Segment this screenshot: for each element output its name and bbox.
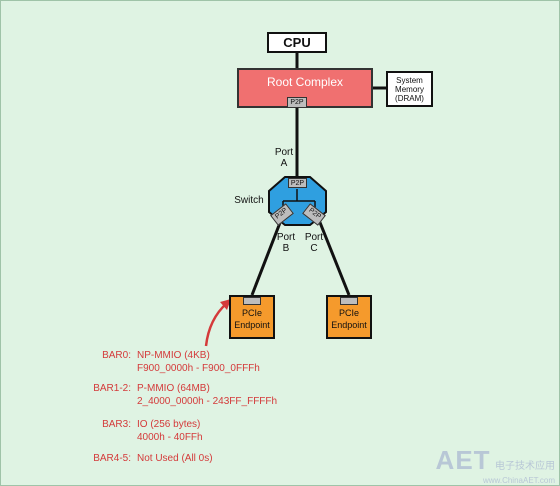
bar-arrow — [204, 302, 228, 347]
port-a-word: Port — [274, 147, 294, 158]
system-memory-line-1: System — [396, 75, 423, 85]
watermark: AET 电子技术应用 www.ChinaAET.com — [436, 445, 555, 485]
cpu-box: CPU — [267, 32, 327, 53]
endpoint-2-bar-slot — [340, 297, 358, 305]
cpu-label: CPU — [283, 35, 311, 50]
bar4-5-line-1: Not Used (All 0s) — [137, 453, 213, 464]
bar0-line-2: F900_0000h - F900_0FFFh — [137, 363, 260, 374]
switch-upstream-p2p-tag: P2P — [288, 178, 307, 188]
bar3-values: IO (256 bytes) 4000h - 40FFh — [137, 418, 203, 444]
endpoint-1-bar-slot — [243, 297, 261, 305]
pcie-endpoint-1-box: PCIe Endpoint — [229, 295, 275, 339]
watermark-url: www.ChinaAET.com — [482, 476, 555, 485]
port-a-letter: A — [280, 158, 288, 169]
root-complex-p2p-tag: P2P — [287, 97, 307, 108]
port-a-label: Port A — [269, 147, 299, 169]
switch-to-endpoint2-line — [315, 214, 351, 296]
port-c-label: Port C — [299, 232, 329, 254]
bar0-line-1: NP-MMIO (4KB) — [137, 350, 210, 361]
bar3-line-2: 4000h - 40FFh — [137, 432, 203, 443]
port-b-letter: B — [282, 243, 290, 254]
bar1-2-line-2: 2_4000_0000h - 243FF_FFFFh — [137, 396, 278, 407]
endpoint-1-line-2: Endpoint — [234, 320, 270, 330]
bar1-2-values: P-MMIO (64MB) 2_4000_0000h - 243FF_FFFFh — [137, 382, 277, 408]
switch-upstream-p2p-label: P2P — [290, 180, 305, 187]
port-b-word: Port — [276, 232, 296, 243]
endpoint-2-line-2: Endpoint — [331, 320, 367, 330]
bar3-line-1: IO (256 bytes) — [137, 419, 201, 430]
watermark-chinese: 电子技术应用 — [495, 461, 555, 472]
port-c-word: Port — [304, 232, 324, 243]
root-complex-label: Root Complex — [266, 75, 344, 89]
switch-to-endpoint1-line — [250, 214, 285, 296]
system-memory-line-2: Memory — [395, 84, 424, 94]
bar4-5-name: BAR4-5: — [93, 453, 131, 464]
bar0-values: NP-MMIO (4KB) F900_0000h - F900_0FFFh — [137, 349, 260, 375]
system-memory-box: System Memory (DRAM) — [386, 71, 433, 107]
bar3-name: BAR3: — [102, 419, 131, 430]
endpoint-2-line-1: PCIe — [338, 308, 359, 318]
bar0-name: BAR0: — [102, 350, 131, 361]
endpoint-1-line-1: PCIe — [241, 308, 262, 318]
root-complex-p2p-label: P2P — [290, 99, 304, 106]
bar1-2-name: BAR1-2: — [93, 383, 131, 394]
port-c-letter: C — [310, 243, 318, 254]
bar1-2-line-1: P-MMIO (64MB) — [137, 383, 210, 394]
bar4-5-values: Not Used (All 0s) — [137, 452, 213, 465]
port-b-label: Port B — [271, 232, 301, 254]
pcie-endpoint-2-box: PCIe Endpoint — [326, 295, 372, 339]
system-memory-line-3: (DRAM) — [395, 93, 424, 103]
watermark-logo: AET — [435, 445, 491, 475]
switch-label: Switch — [234, 195, 264, 206]
bar-arrow-head — [220, 299, 231, 310]
